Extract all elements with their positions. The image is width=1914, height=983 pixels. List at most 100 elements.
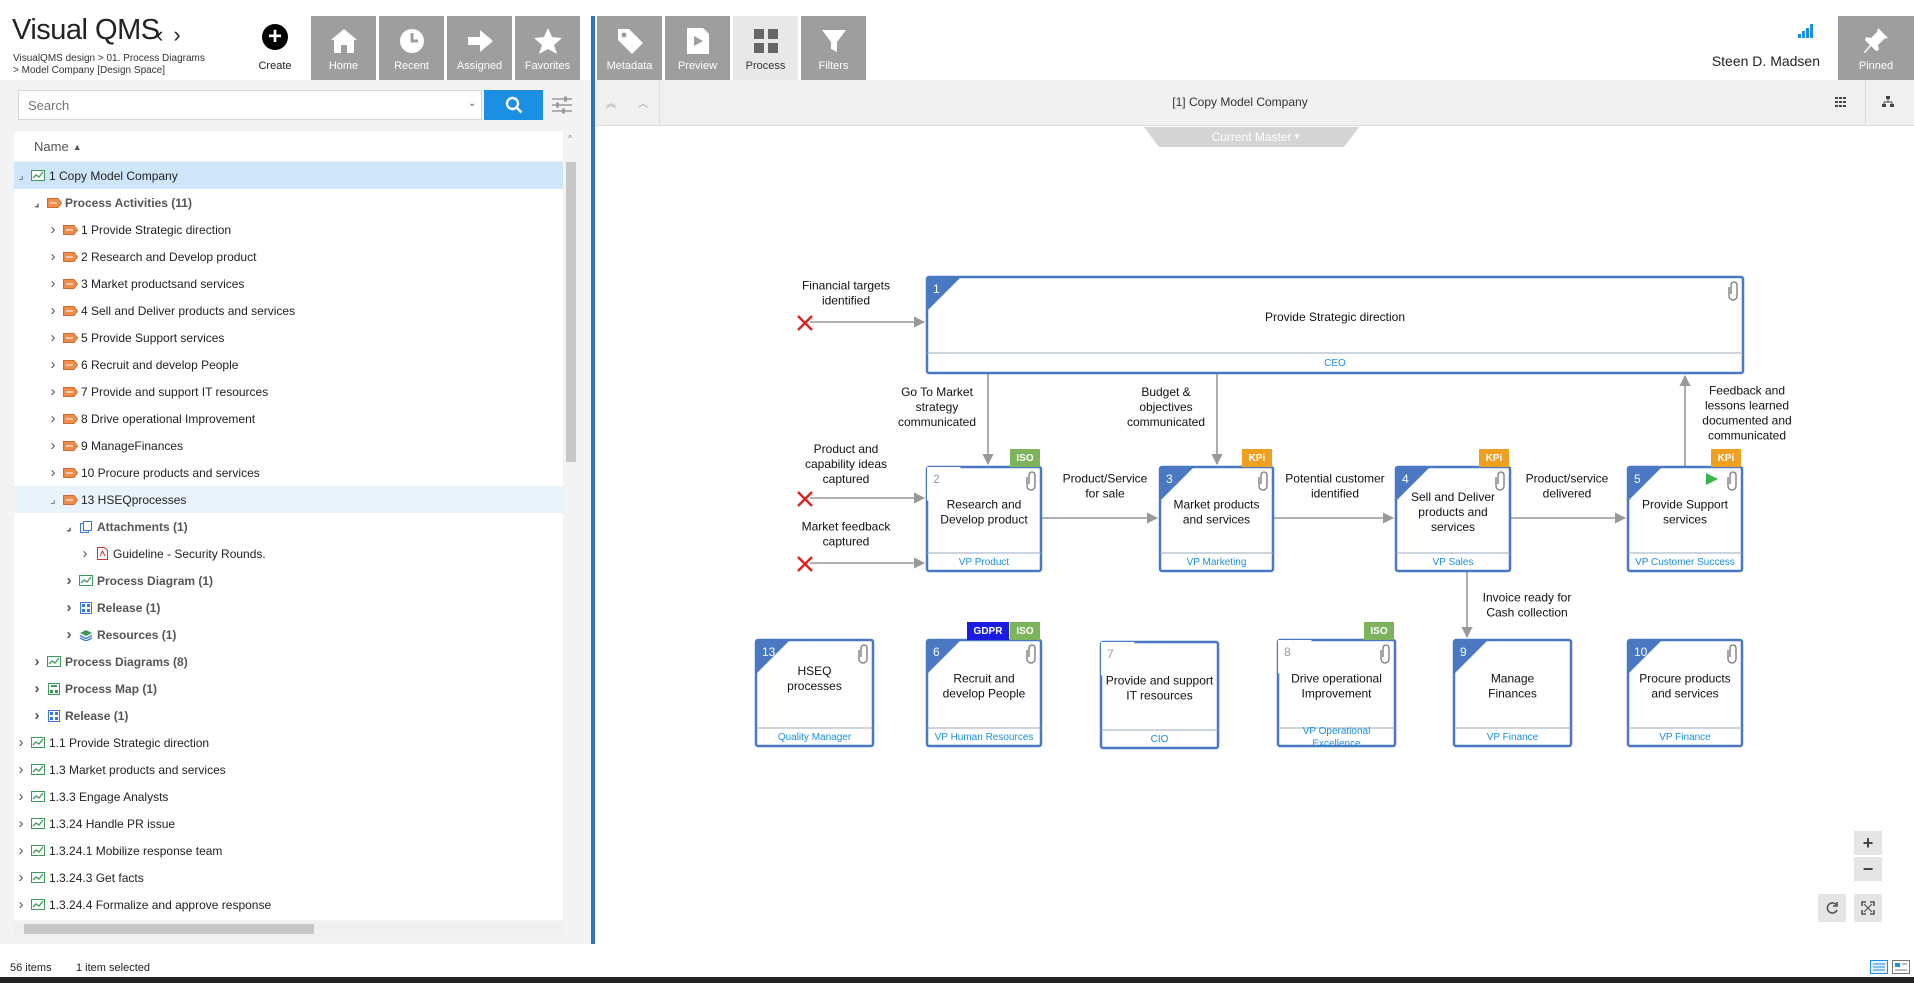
hierarchy-icon[interactable] xyxy=(1878,92,1898,112)
tag-badge[interactable] xyxy=(1010,622,1040,640)
list-view-icon[interactable] xyxy=(1870,960,1888,974)
pinned-button[interactable]: Pinned xyxy=(1838,16,1914,80)
home-button[interactable]: Home xyxy=(311,16,376,80)
tree-item[interactable]: ›5 Provide Support services xyxy=(14,324,564,351)
search-dropdown-icon[interactable]: ⌄ xyxy=(468,98,477,109)
paperclip-icon[interactable] xyxy=(1727,471,1737,491)
tree-item[interactable]: ›6 Recruit and develop People xyxy=(14,351,564,378)
process-box[interactable] xyxy=(1158,465,1275,573)
collapse-chevron-icon[interactable]: ⌟ xyxy=(66,521,72,533)
process-box[interactable] xyxy=(1626,465,1744,573)
refresh-button[interactable] xyxy=(1818,894,1846,922)
expand-chevron-icon[interactable]: › xyxy=(66,572,72,589)
collapse-chevron-icon[interactable]: ⌟ xyxy=(50,494,56,506)
master-version-tab[interactable]: Current Master ▼ xyxy=(1144,127,1359,147)
tree-item[interactable]: ›9 ManageFinances xyxy=(14,432,564,459)
tag-badge[interactable] xyxy=(1242,449,1272,467)
grid-view-icon[interactable] xyxy=(1831,92,1851,112)
tree-item[interactable]: ›Process Diagrams (8) xyxy=(14,648,564,675)
expand-chevron-icon[interactable]: › xyxy=(34,680,40,697)
recent-button[interactable]: Recent xyxy=(379,16,444,80)
horizontal-scroll-thumb[interactable] xyxy=(24,924,314,934)
paperclip-icon[interactable] xyxy=(1727,644,1737,664)
tree-item[interactable]: ›Release (1) xyxy=(14,594,564,621)
expand-chevron-icon[interactable]: › xyxy=(34,707,40,724)
paperclip-icon[interactable] xyxy=(1026,471,1036,491)
tree-item[interactable]: ›1.3 Market products and services xyxy=(14,756,564,783)
vertical-scroll-thumb[interactable] xyxy=(566,162,576,462)
paperclip-icon[interactable] xyxy=(858,644,868,664)
expand-chevron-icon[interactable]: › xyxy=(50,464,56,481)
tree-item[interactable]: ›1.3.24.4 Formalize and approve response xyxy=(14,891,564,918)
expand-chevron-icon[interactable]: › xyxy=(18,896,24,913)
back-arrow-icon[interactable]: ‹ xyxy=(156,22,164,47)
breadcrumb[interactable]: VisualQMS design > 01. Process Diagrams … xyxy=(13,53,205,76)
zoom-out-button[interactable]: − xyxy=(1854,857,1882,881)
expand-chevron-icon[interactable]: › xyxy=(50,383,56,400)
search-input[interactable] xyxy=(28,97,468,113)
collapse-chevron-icon[interactable]: ⌟ xyxy=(34,197,40,209)
tree-item[interactable]: ›Release (1) xyxy=(14,702,564,729)
zoom-in-button[interactable]: + xyxy=(1854,831,1882,855)
tag-badge[interactable] xyxy=(967,622,1009,640)
expand-chevron-icon[interactable]: › xyxy=(18,869,24,886)
process-box[interactable] xyxy=(1099,640,1220,750)
tree-horizontal-scrollbar[interactable] xyxy=(14,922,564,936)
tree-item[interactable]: ›2 Research and Develop product xyxy=(14,243,564,270)
expand-chevron-icon[interactable]: › xyxy=(50,248,56,265)
process-box[interactable] xyxy=(925,275,1745,375)
metadata-button[interactable]: Metadata xyxy=(597,16,662,80)
user-name[interactable]: Steen D. Madsen xyxy=(1711,53,1820,69)
tree-item[interactable]: ›1.1 Provide Strategic direction xyxy=(14,729,564,756)
fit-screen-button[interactable] xyxy=(1854,894,1882,922)
paperclip-icon[interactable] xyxy=(1380,644,1390,664)
expand-chevron-icon[interactable]: › xyxy=(50,437,56,454)
tag-badge[interactable] xyxy=(1364,622,1394,640)
expand-chevron-icon[interactable]: › xyxy=(66,626,72,643)
create-button[interactable]: + Create xyxy=(255,24,295,72)
collapse-all-icon[interactable]: ︽ xyxy=(606,98,616,110)
play-icon[interactable] xyxy=(1706,473,1718,485)
paperclip-icon[interactable] xyxy=(1495,471,1505,491)
tree-item[interactable]: ⌟13 HSEQprocesses xyxy=(14,486,564,513)
tree-item[interactable]: ›1.3.24 Handle PR issue xyxy=(14,810,564,837)
collapse-icon[interactable]: ︿ xyxy=(638,98,648,110)
process-box[interactable] xyxy=(1626,638,1744,748)
paperclip-icon[interactable] xyxy=(1728,281,1738,301)
tree-item[interactable]: ›4 Sell and Deliver products and service… xyxy=(14,297,564,324)
favorites-button[interactable]: Favorites xyxy=(515,16,580,80)
tree-vertical-scrollbar[interactable]: ^ xyxy=(563,132,577,920)
expand-chevron-icon[interactable]: › xyxy=(50,329,56,346)
process-box[interactable] xyxy=(925,465,1043,573)
expand-chevron-icon[interactable]: › xyxy=(66,599,72,616)
tree-item[interactable]: ⌟1 Copy Model Company xyxy=(14,162,564,189)
process-button[interactable]: Process xyxy=(733,16,798,80)
tree-item[interactable]: ›1.3.24.1 Mobilize response team xyxy=(14,837,564,864)
expand-chevron-icon[interactable]: › xyxy=(18,815,24,832)
expand-chevron-icon[interactable]: › xyxy=(18,842,24,859)
tree-item[interactable]: ›8 Drive operational Improvement xyxy=(14,405,564,432)
expand-chevron-icon[interactable]: › xyxy=(50,356,56,373)
expand-chevron-icon[interactable]: › xyxy=(50,275,56,292)
tree-item[interactable]: ›1.3.24.5 Conduct response f... xyxy=(14,918,564,920)
expand-chevron-icon[interactable]: › xyxy=(82,545,88,562)
tree-item[interactable]: ⌟Process Activities (11) xyxy=(14,189,564,216)
tree-item[interactable]: ›10 Procure products and services xyxy=(14,459,564,486)
expand-chevron-icon[interactable]: › xyxy=(18,734,24,751)
assigned-button[interactable]: Assigned xyxy=(447,16,512,80)
process-box[interactable] xyxy=(1394,465,1512,573)
forward-arrow-icon[interactable]: › xyxy=(173,22,181,47)
preview-button[interactable]: Preview xyxy=(665,16,730,80)
tree-item[interactable]: ⌟Attachments (1) xyxy=(14,513,564,540)
tree-item[interactable]: ›1.3.24.3 Get facts xyxy=(14,864,564,891)
tag-badge[interactable] xyxy=(1010,449,1040,467)
name-column-header[interactable]: Name▲ xyxy=(14,132,564,162)
expand-chevron-icon[interactable]: › xyxy=(18,761,24,778)
process-box[interactable] xyxy=(1276,638,1397,748)
paperclip-icon[interactable] xyxy=(1258,471,1268,491)
expand-chevron-icon[interactable]: › xyxy=(50,410,56,427)
search-button[interactable] xyxy=(484,90,543,120)
search-settings-icon[interactable] xyxy=(551,95,573,115)
expand-chevron-icon[interactable]: › xyxy=(34,653,40,670)
pane-divider[interactable] xyxy=(591,16,595,944)
